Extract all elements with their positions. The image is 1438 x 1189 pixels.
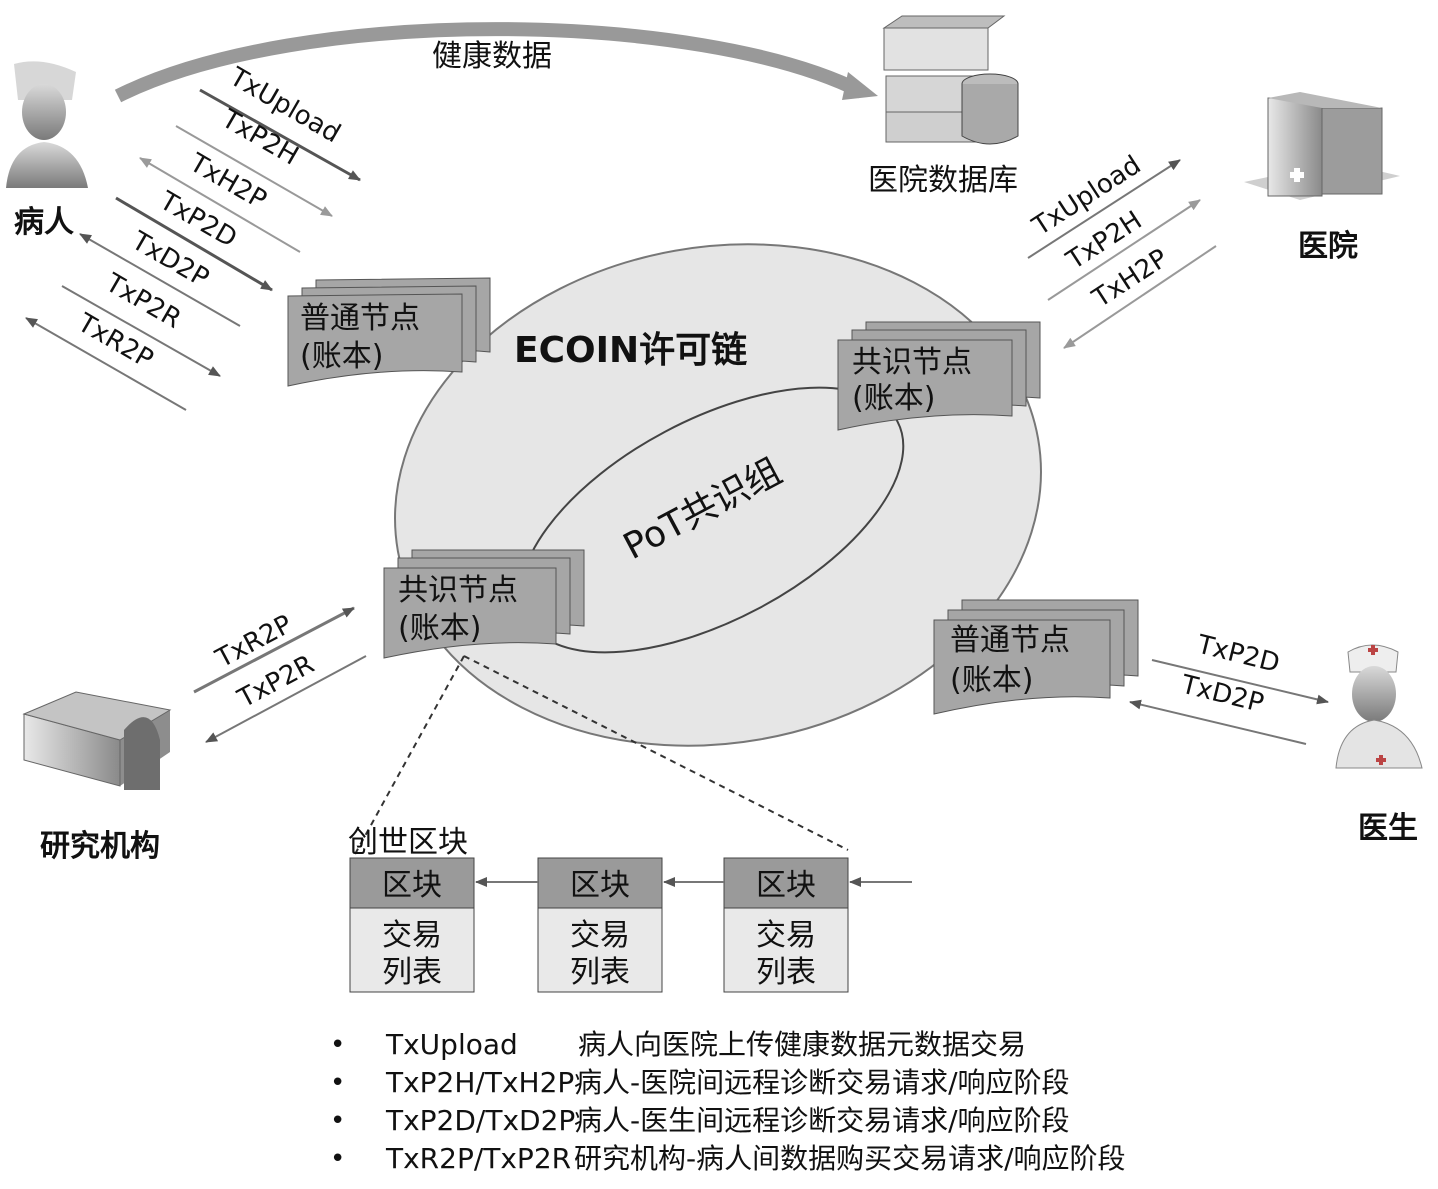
legend-bullet: • [330, 1106, 346, 1136]
hospital-icon [1244, 92, 1400, 200]
hospital-label: 医院 [1298, 229, 1358, 264]
legend-row: • TxR2P/TxP2R 研究机构-病人间数据购买交易请求/响应阶段 [330, 1140, 1330, 1178]
research-tx-labels: TxR2P TxP2R [210, 609, 319, 714]
doctor-arrows [1129, 659, 1329, 745]
research-node-line1: 共识节点 [398, 573, 518, 608]
health-data-arrowhead [842, 72, 878, 100]
chain-title: ECOIN许可链 [514, 330, 747, 371]
legend-code: TxP2D/TxD2P [386, 1104, 576, 1137]
research-label: 研究机构 [40, 829, 160, 864]
research-node: 共识节点 (账本) [383, 549, 585, 659]
patient-node-line2: (账本) [300, 339, 383, 374]
legend-desc: 病人向医院上传健康数据元数据交易 [578, 1028, 1027, 1061]
legend: • TxUpload 病人向医院上传健康数据元数据交易 • TxP2H/TxH2… [330, 1026, 1330, 1178]
research-node-line2: (账本) [398, 611, 481, 646]
zoom-line-left [353, 655, 465, 857]
block-3-body1: 交易 [756, 918, 816, 953]
genesis-label: 创世区块 [348, 825, 468, 860]
patient-arrows [25, 88, 361, 411]
hospital-db-label: 医院数据库 [868, 163, 1018, 198]
doctor-node-line1: 普通节点 [950, 623, 1070, 658]
legend-desc: 研究机构-病人间数据购买交易请求/响应阶段 [574, 1142, 1126, 1175]
hospital-node-line1: 共识节点 [852, 345, 972, 380]
block-1-header: 区块 [382, 868, 442, 903]
legend-bullet: • [330, 1030, 346, 1060]
patient-node-line1: 普通节点 [300, 301, 420, 336]
research-institute-icon [22, 691, 172, 790]
doctor-node-line2: (账本) [950, 663, 1033, 698]
block-1-body2: 列表 [382, 955, 442, 990]
patient-label: 病人 [14, 205, 74, 240]
hospital-node-line2: (账本) [852, 381, 935, 416]
legend-code: TxR2P/TxP2R [386, 1142, 572, 1175]
block-2-body1: 交易 [570, 918, 630, 953]
block-1-body1: 交易 [382, 918, 442, 953]
legend-row: • TxP2D/TxD2P 病人-医生间远程诊断交易请求/响应阶段 [330, 1102, 1330, 1140]
health-data-label: 健康数据 [432, 39, 552, 74]
patient-node: 普通节点 (账本) [287, 277, 491, 387]
doctor-tx-labels: TxP2D TxD2P [1177, 629, 1282, 719]
legend-bullet: • [330, 1144, 346, 1174]
block-3-body2: 列表 [756, 955, 816, 990]
block-1: 区块 交易 列表 [349, 857, 475, 993]
block-3: 区块 交易 列表 [723, 857, 849, 993]
block-2-header: 区块 [570, 868, 630, 903]
hospital-db-icon [882, 15, 1019, 145]
legend-bullet: • [330, 1068, 346, 1098]
legend-row: • TxP2H/TxH2P 病人-医院间远程诊断交易请求/响应阶段 [330, 1064, 1330, 1102]
doctor-tx-txp2d: TxP2D [1193, 629, 1282, 679]
patient-icon [6, 61, 88, 188]
doctor-node: 普通节点 (账本) [933, 599, 1139, 715]
legend-desc: 病人-医院间远程诊断交易请求/响应阶段 [574, 1066, 1070, 1099]
block-2-body2: 列表 [570, 955, 630, 990]
legend-row: • TxUpload 病人向医院上传健康数据元数据交易 [330, 1026, 1330, 1064]
zoom-line-right [463, 655, 849, 851]
legend-desc: 病人-医生间远程诊断交易请求/响应阶段 [574, 1104, 1070, 1137]
legend-code: TxP2H/TxH2P [386, 1066, 575, 1099]
hospital-node: 共识节点 (账本) [837, 321, 1041, 431]
block-3-header: 区块 [756, 868, 816, 903]
doctor-label: 医生 [1358, 811, 1418, 846]
doctor-icon [1335, 644, 1423, 769]
block-2: 区块 交易 列表 [537, 857, 663, 993]
hospital-arrows [1027, 159, 1217, 349]
research-arrows [193, 606, 367, 743]
legend-code: TxUpload [386, 1028, 518, 1061]
health-data-arrow [114, 22, 866, 103]
